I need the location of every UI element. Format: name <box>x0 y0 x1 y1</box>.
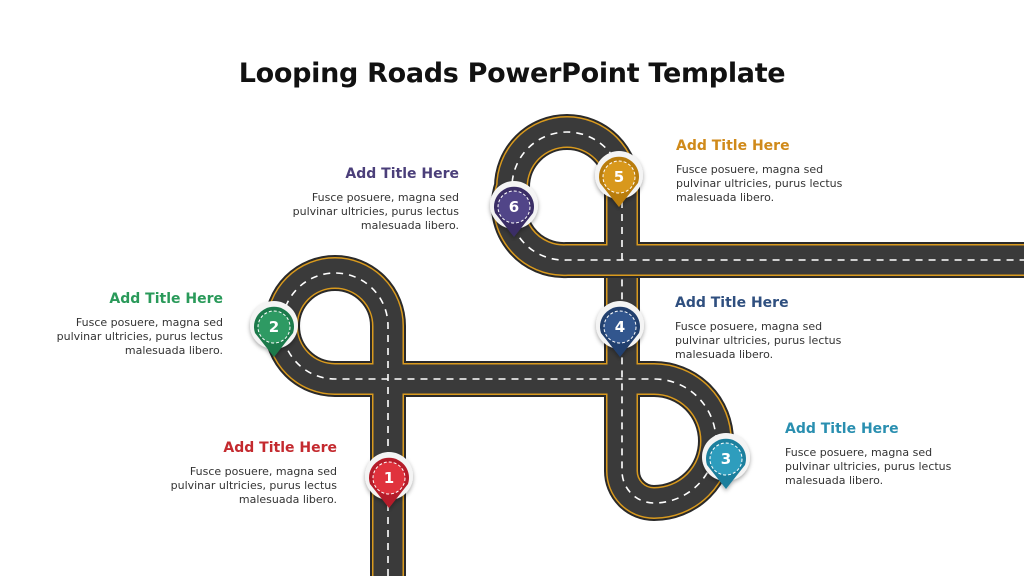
pin-2: 2 <box>250 301 298 357</box>
road-upper-center-line <box>508 131 1024 261</box>
step-6-description: Fusce posuere, magna sed pulvinar ultric… <box>292 191 459 232</box>
step-3-text: Add Title Here Fusce posuere, magna sed … <box>785 421 960 488</box>
pin-4: 4 <box>596 301 644 357</box>
pin-6: 6 <box>490 181 538 237</box>
step-1-title: Add Title Here <box>223 440 337 456</box>
step-2-text: Add Title Here Fusce posuere, magna sed … <box>48 291 223 358</box>
step-2-title: Add Title Here <box>109 291 223 307</box>
step-2-description: Fusce posuere, magna sed pulvinar ultric… <box>56 316 223 357</box>
pin-6-number: 6 <box>509 198 519 216</box>
step-1-text: Add Title Here Fusce posuere, magna sed … <box>162 440 337 507</box>
pin-5-inner <box>602 160 636 194</box>
pin-1: 1 <box>365 452 413 508</box>
step-1-description: Fusce posuere, magna sed pulvinar ultric… <box>170 465 337 506</box>
slide-title: Looping Roads PowerPoint Template <box>238 58 786 89</box>
step-5-description: Fusce posuere, magna sed pulvinar ultric… <box>676 163 843 204</box>
step-6-title: Add Title Here <box>345 166 459 182</box>
step-4-title: Add Title Here <box>675 295 789 311</box>
pin-6-inner <box>497 190 531 224</box>
road-layer <box>264 114 1024 576</box>
road-lower-center-line <box>281 260 717 576</box>
pin-4-inner <box>603 310 637 344</box>
step-4-description: Fusce posuere, magna sed pulvinar ultric… <box>675 320 842 361</box>
pin-3-inner <box>709 442 743 476</box>
step-6-text: Add Title Here Fusce posuere, magna sed … <box>284 166 459 233</box>
pin-5-number: 5 <box>614 168 624 186</box>
pin-1-inner <box>372 461 406 495</box>
pin-1-number: 1 <box>384 469 394 487</box>
step-5-text: Add Title Here Fusce posuere, magna sed … <box>676 138 851 205</box>
step-4-text: Add Title Here Fusce posuere, magna sed … <box>675 295 850 362</box>
road-lower-outline <box>264 255 734 576</box>
step-5-title: Add Title Here <box>676 138 790 154</box>
pin-layer: 1 2 3 4 5 6 <box>250 151 750 508</box>
step-3-description: Fusce posuere, magna sed pulvinar ultric… <box>785 446 952 487</box>
pin-2-inner <box>257 310 291 344</box>
pin-4-number: 4 <box>615 318 625 336</box>
pin-3: 3 <box>702 433 750 489</box>
pin-2-number: 2 <box>269 318 279 336</box>
road-lower-edge <box>266 257 732 576</box>
pin-3-number: 3 <box>721 450 731 468</box>
road-lower-asphalt <box>267 258 731 576</box>
step-3-title: Add Title Here <box>785 421 899 437</box>
pin-5: 5 <box>595 151 643 207</box>
